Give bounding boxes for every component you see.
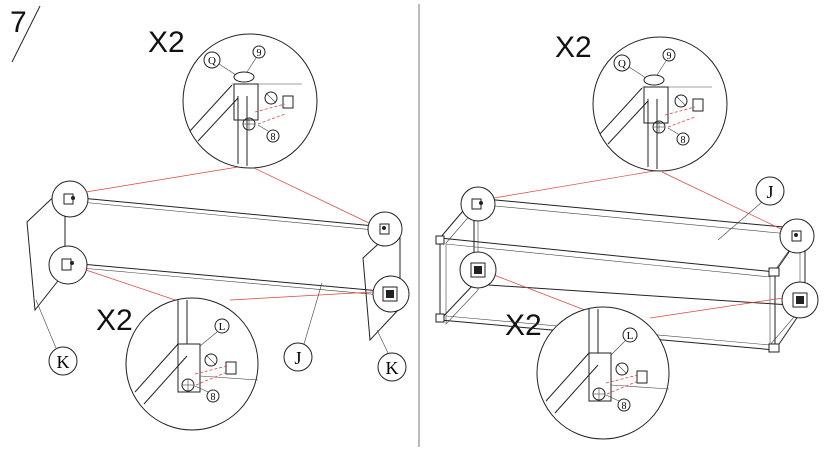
left-bottom-zoom-detail: L 8 [125,297,259,431]
step-slash [11,5,41,63]
part-j-circle [283,342,313,372]
long-glass-panel-j [69,196,393,297]
right-leader-lines [493,169,784,319]
right-top-zoom-detail: Q 9 8 [592,36,728,172]
right-part-j-label: J [766,182,773,202]
right-bottom-zoom-detail: L 8 [536,306,670,440]
bracket-callout-top-left [51,180,89,218]
left-top-zoom-detail: Q 9 8 [182,33,318,169]
part-k-left-label: K [57,352,70,372]
part-k-right-label: K [386,358,399,378]
bracket-callout-bottom-left [48,245,88,285]
part-k-right-circle [377,352,407,382]
right-bracket-callout-top-left [460,186,496,222]
part-k-left-circle [48,346,78,376]
left-panel: X2 X2 [26,26,410,431]
left-quantity-bottom: X2 [96,304,133,337]
part-label-q: Q [208,55,216,67]
part-label-8: 8 [681,135,686,146]
left-leader-lines [85,164,374,306]
part-label-l: L [219,321,226,333]
right-part-j-circle [755,176,785,206]
left-quantity-top: X2 [148,26,185,59]
step-indicator: 7 [10,5,41,63]
part-label-q: Q [618,58,626,70]
part-label-8: 8 [211,392,216,403]
part-label-9: 9 [667,51,672,62]
part-label-8: 8 [622,401,627,412]
right-quantity-top: X2 [555,31,592,64]
part-label-l: L [627,330,634,342]
part-j-label: J [294,348,301,368]
part-label-8: 8 [271,132,276,143]
right-panel: X2 X2 [435,31,819,440]
right-quantity-bottom: X2 [505,309,542,342]
step-number: 7 [10,6,27,39]
part-label-9: 9 [257,48,262,59]
